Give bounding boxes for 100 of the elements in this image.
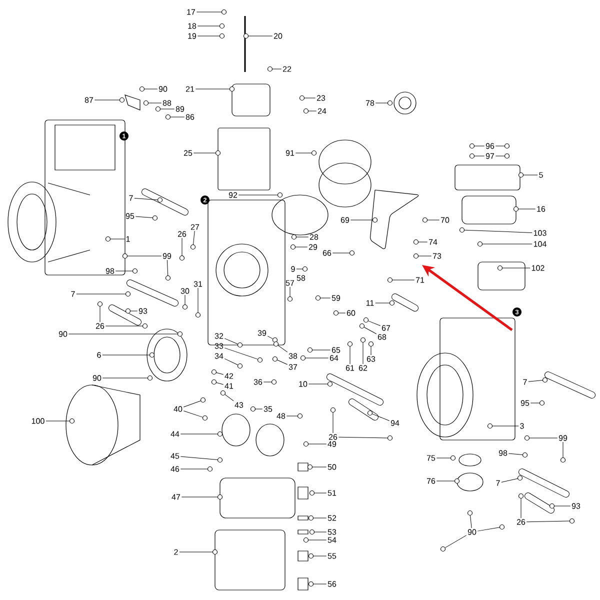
part-symbol: [518, 172, 524, 178]
callout-number: 75: [426, 455, 436, 461]
callout-number: 103: [534, 230, 546, 236]
part-symbol: [363, 317, 369, 323]
part-symbol: [387, 277, 393, 283]
part-symbol: [469, 143, 475, 149]
part-symbol: [215, 150, 221, 156]
part-symbol: [217, 457, 223, 463]
part-symbol: [499, 524, 505, 530]
callout-number: 56: [328, 581, 336, 587]
part-symbol: [307, 464, 313, 470]
callout-number: 49: [328, 441, 336, 447]
part-symbol: [522, 452, 528, 458]
leader-line: [255, 408, 263, 410]
leader-line: [296, 236, 309, 238]
callout-number: 26: [328, 434, 338, 440]
part-symbol: [560, 457, 566, 463]
callout-number: 7: [496, 480, 500, 486]
part-symbol: [122, 253, 128, 259]
callout-number: 33: [214, 343, 224, 349]
part-symbol: [347, 341, 353, 347]
part-symbol: [132, 268, 138, 274]
part-symbol: [513, 206, 519, 212]
part-symbol: [290, 244, 296, 250]
leader-line: [501, 478, 518, 482]
part-symbol: [467, 510, 473, 516]
callout-number: 99: [558, 435, 568, 441]
part-symbol: [303, 537, 309, 543]
part-symbol: [125, 308, 131, 314]
callout-number: 90: [158, 86, 168, 92]
callout-number: 54: [328, 537, 336, 543]
callout-number: 41: [224, 383, 234, 389]
callout-number: 7: [71, 291, 75, 297]
callout-number: 30: [180, 288, 190, 294]
callout-number: 5: [539, 172, 543, 178]
callout-number: 70: [440, 217, 450, 223]
part-symbol: [372, 217, 378, 223]
leader-line: [370, 346, 372, 356]
part-symbol: [157, 197, 163, 203]
leader-line: [115, 270, 133, 272]
callout-number: 35: [264, 406, 272, 412]
part-symbol: [333, 310, 339, 316]
callout-number: 43: [234, 402, 244, 408]
part-symbol: [291, 234, 297, 240]
part-symbol: [469, 153, 475, 159]
leader-line: [195, 88, 230, 90]
callout-number: 97: [486, 153, 494, 159]
part-symbol: [459, 227, 465, 233]
callout-number: 86: [186, 114, 194, 120]
part-symbol: [300, 355, 306, 361]
callout-number: 39: [258, 330, 266, 336]
part-symbol: [309, 529, 315, 535]
part-symbol: [119, 97, 125, 103]
callout-number: 34: [214, 353, 224, 359]
part-symbol: [524, 435, 530, 441]
leader-line: [224, 338, 238, 344]
part-symbol: [349, 250, 355, 256]
part-symbol: [542, 377, 548, 383]
callout-number: 2: [174, 549, 178, 555]
callout-number: 61: [346, 365, 354, 371]
part-symbol: [182, 304, 188, 310]
leader-line: [295, 246, 308, 248]
part-symbol: [303, 108, 309, 114]
leader-line: [520, 498, 522, 518]
leader-line: [295, 152, 312, 154]
callout-number: 95: [520, 400, 530, 406]
callout-number: 37: [288, 364, 298, 370]
callout-number: 90: [468, 529, 476, 535]
part-symbol: [267, 66, 273, 72]
leader-line: [312, 466, 327, 468]
part-symbol: [190, 244, 196, 250]
leader-line: [135, 216, 153, 218]
part-symbol: [487, 423, 493, 429]
callout-number: 73: [432, 253, 442, 259]
part-symbol: [273, 341, 279, 347]
part-symbol: [315, 295, 321, 301]
callout-number: 50: [328, 464, 336, 470]
part-symbol: [221, 9, 227, 15]
part-symbol: [211, 369, 217, 375]
callout-number: 93: [572, 503, 580, 509]
part-symbol: [202, 415, 208, 421]
part-symbol: [179, 255, 185, 261]
part-symbol: [387, 100, 393, 106]
callout-number: 26: [178, 231, 186, 237]
part-symbol: [165, 114, 171, 120]
callout-number: 11: [366, 300, 374, 306]
part-symbol: [387, 435, 393, 441]
callout-number: 91: [286, 150, 294, 156]
part-symbol: [517, 475, 523, 481]
part-symbol: [307, 347, 313, 353]
part-symbol: [237, 342, 243, 348]
part-symbol: [219, 33, 225, 39]
part-symbol: [69, 418, 75, 424]
leader-line: [272, 68, 282, 70]
part-symbol: [360, 337, 366, 343]
callout-number: 66: [322, 250, 332, 256]
part-symbol: [308, 515, 314, 521]
callout-number: 20: [274, 33, 282, 39]
part-symbol: [422, 217, 428, 223]
part-symbol: [330, 407, 336, 413]
